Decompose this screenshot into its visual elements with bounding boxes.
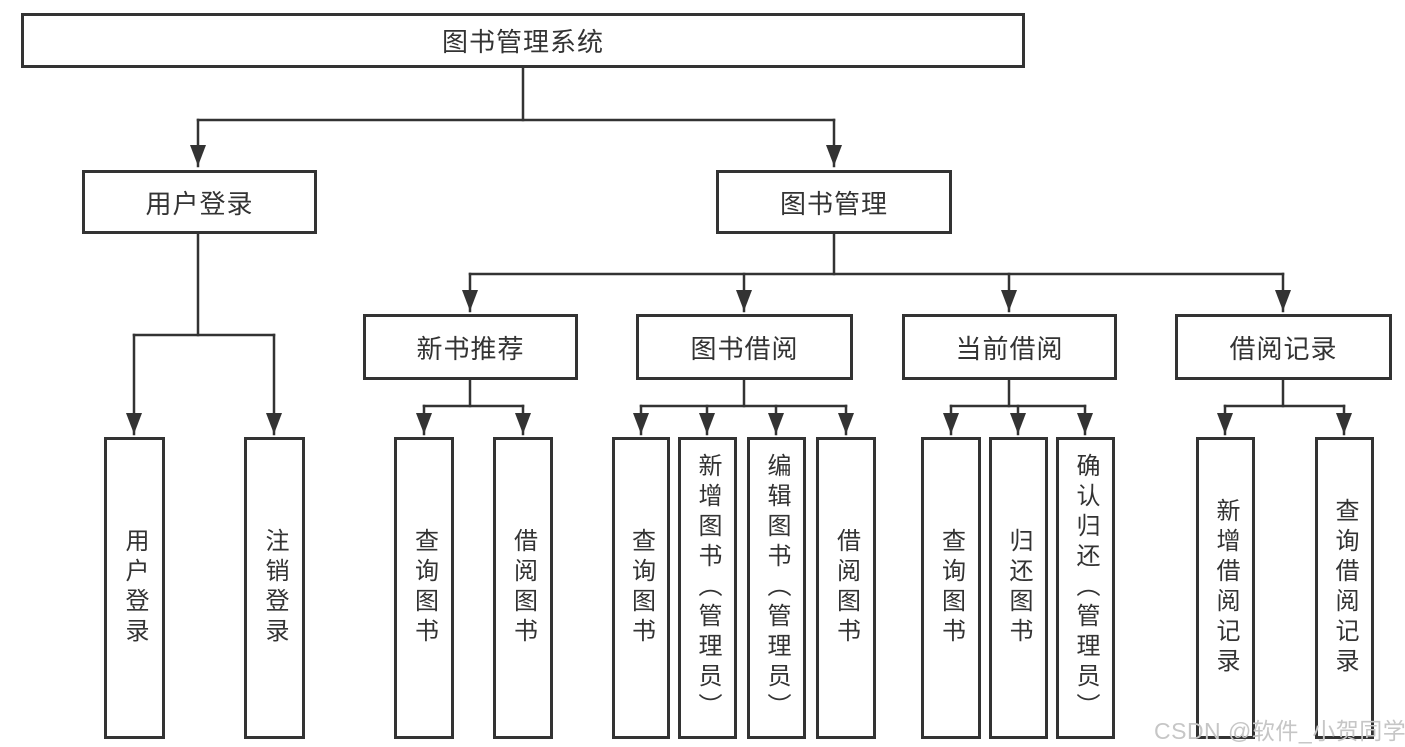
node-current-borrow: 当前借阅 — [902, 314, 1117, 380]
connector — [126, 66, 1352, 436]
leaf-bb-query-book: 查询图书 — [612, 437, 670, 739]
leaf-br-query-record: 查询借阅记录 — [1315, 437, 1374, 739]
leaf-bb-add-book-admin: 新增图书（管理员） — [678, 437, 737, 739]
leaf-nb-query-book: 查询图书 — [394, 437, 454, 739]
leaf-bb-borrow-book: 借阅图书 — [816, 437, 876, 739]
leaf-cb-return-book: 归还图书 — [989, 437, 1048, 739]
node-new-book-recommend: 新书推荐 — [363, 314, 578, 380]
leaf-cb-query-book: 查询图书 — [921, 437, 981, 739]
node-book-management: 图书管理 — [716, 170, 952, 234]
leaf-nb-borrow-book: 借阅图书 — [493, 437, 553, 739]
csdn-watermark: CSDN @软件_小贺同学 — [1154, 718, 1405, 744]
node-root: 图书管理系统 — [21, 13, 1025, 68]
node-borrow-records: 借阅记录 — [1175, 314, 1392, 380]
leaf-logout: 注销登录 — [244, 437, 305, 739]
leaf-user-login: 用户登录 — [104, 437, 165, 739]
leaf-bb-edit-book-admin: 编辑图书（管理员） — [747, 437, 806, 739]
leaf-cb-confirm-return-admin: 确认归还（管理员） — [1056, 437, 1115, 739]
node-book-borrow: 图书借阅 — [636, 314, 853, 380]
leaf-br-add-record: 新增借阅记录 — [1196, 437, 1255, 739]
node-user-login: 用户登录 — [82, 170, 317, 234]
